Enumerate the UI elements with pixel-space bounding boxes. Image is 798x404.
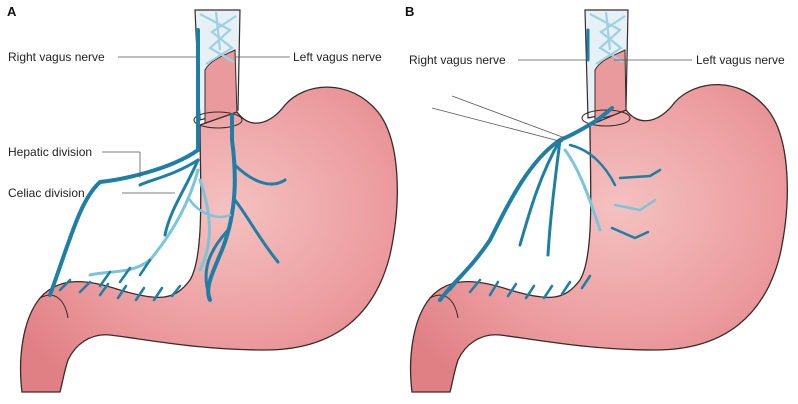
- panel-a-hiatus-ring: [193, 111, 243, 129]
- panel-b-esophagus-wall: [594, 49, 627, 121]
- panel-a-leaders: [102, 56, 290, 194]
- panel-b-leaders: [431, 59, 692, 143]
- panel-b-left-vagus-label: Left vagus nerve: [696, 53, 785, 67]
- panel-a-pylorus: [39, 294, 69, 319]
- panel-b-letter: B: [405, 4, 415, 19]
- panel-b-esophageal-plexus: [589, 11, 626, 65]
- panel-a-hepatic-division-label: Hepatic division: [8, 145, 93, 159]
- panel-a-celiac-division-label: Celiac division: [8, 186, 85, 200]
- panel-b-stomach: [409, 84, 788, 393]
- panel-a-letter: A: [7, 4, 17, 19]
- panel-a-nerves: [48, 28, 287, 302]
- panel-b-pylorus: [429, 294, 459, 319]
- panel-b-hiatus-ring: [581, 109, 631, 127]
- panel-b-nerves: [438, 28, 662, 302]
- panel-a-esophagus-wall: [204, 49, 238, 126]
- panel-a-drawing: [19, 9, 398, 393]
- panel-a-right-vagus-label: Right vagus nerve: [8, 50, 105, 64]
- panel-b-drawing: [409, 9, 788, 393]
- panel-b-right-vagus-label: Right vagus nerve: [409, 53, 506, 67]
- panel-a-esophageal-plexus: [199, 11, 237, 65]
- panel-a-left-vagus-label: Left vagus nerve: [293, 50, 382, 64]
